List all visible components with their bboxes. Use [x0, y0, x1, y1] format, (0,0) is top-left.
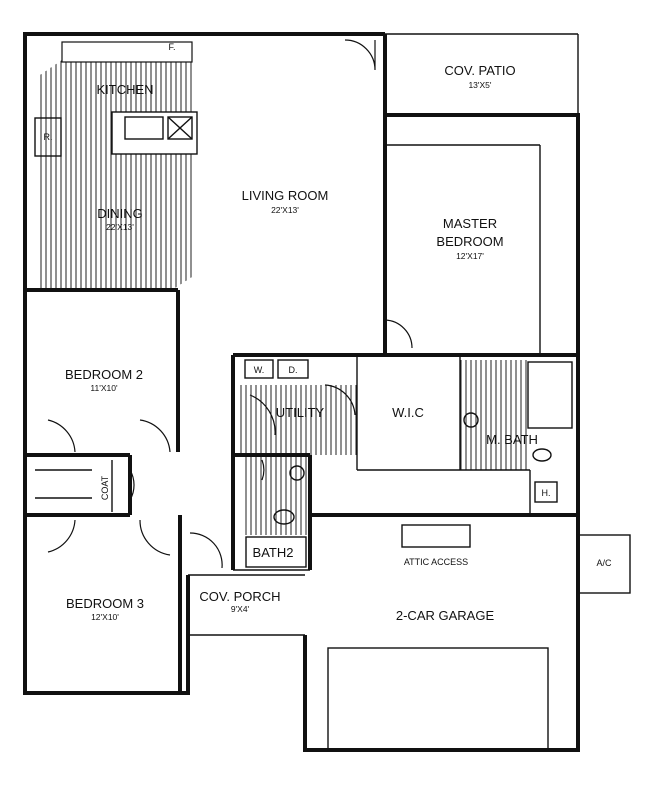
washer-box: [244, 359, 274, 379]
toilet-icon: [532, 448, 552, 462]
attic-access-label: ATTIC ACCESS: [404, 557, 468, 567]
refrigerator-box: [34, 117, 62, 157]
dryer-label: D.: [289, 365, 298, 375]
bath2-label: BATH2: [253, 545, 294, 560]
washer-label: W.: [254, 365, 265, 375]
mbath-label: M. BATH: [486, 432, 538, 447]
master-label-2: BEDROOM: [436, 234, 503, 249]
mbath-floor: [460, 360, 528, 470]
refrigerator-label: R.: [44, 132, 53, 142]
garage-label: 2-CAR GARAGE: [396, 608, 495, 623]
utility-floor: [237, 385, 357, 455]
garage-door: [327, 647, 549, 751]
living-room-size: 22'X13': [271, 205, 299, 215]
porch-size: 9'X4': [231, 604, 250, 614]
porch-label: COV. PORCH: [199, 589, 280, 604]
door-swings: [47, 39, 413, 569]
ac-pad: [577, 534, 631, 594]
interior-walls: [25, 144, 578, 693]
dining-label: DINING: [97, 206, 143, 221]
coat-label: COAT: [100, 475, 110, 500]
exterior-walls: [23, 32, 580, 752]
patio-label: COV. PATIO: [444, 63, 515, 78]
master-size: 12'X17': [456, 251, 484, 261]
bedroom2-label: BEDROOM 2: [65, 367, 143, 382]
sink-icon: [124, 116, 164, 140]
toilet-icon: [273, 509, 295, 525]
lavatory-icon: [289, 465, 305, 481]
heater-box: [534, 481, 558, 503]
ac-label: A/C: [596, 558, 612, 568]
kitchen-top-counter: [61, 41, 193, 63]
master-tub: [527, 361, 573, 429]
range-icon: [167, 116, 193, 140]
utility-label: UTILITY: [276, 405, 325, 420]
attic-access-hatch: [401, 524, 471, 548]
lavatory-icon: [463, 412, 479, 428]
master-label-1: MASTER: [443, 216, 497, 231]
kitchen-counter: [111, 111, 198, 155]
dining-size: 22'X13': [106, 222, 134, 232]
bath2-floor: [245, 455, 307, 535]
bedroom3-label: BEDROOM 3: [66, 596, 144, 611]
wic-label: W.I.C: [392, 405, 424, 420]
freezer-label: F.: [168, 42, 175, 52]
kitchen-label: KITCHEN: [96, 82, 153, 97]
dryer-box: [277, 359, 309, 379]
patio-size: 13'X5': [468, 80, 491, 90]
living-room-label: LIVING ROOM: [242, 188, 329, 203]
bedroom2-size: 11'X10': [90, 383, 118, 393]
heater-label: H.: [542, 488, 551, 498]
bath2-tub: [245, 536, 307, 568]
bedroom3-size: 12'X10': [91, 612, 119, 622]
